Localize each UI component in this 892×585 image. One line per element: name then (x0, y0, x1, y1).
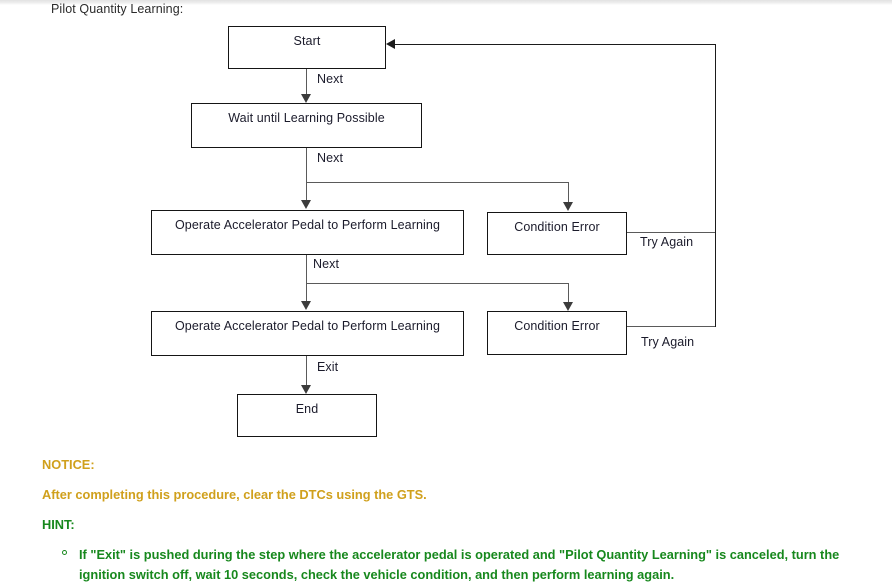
flow-node-end-label: End (295, 402, 319, 416)
arrow-branch-to-error-2 (563, 302, 573, 311)
arrow-wait-to-operate-1 (301, 200, 311, 209)
flow-node-operate-2: Operate Accelerator Pedal to Perform Lea… (151, 311, 464, 356)
flow-node-operate-1: Operate Accelerator Pedal to Perform Lea… (151, 210, 464, 255)
top-gradient-band (0, 0, 892, 5)
connector-branch-bus-2 (306, 283, 568, 284)
edge-label-wait-next: Next (317, 151, 344, 165)
arrow-retry-to-start (386, 39, 395, 49)
flow-node-start-label: Start (293, 34, 321, 48)
arrow-branch-to-error-1 (563, 202, 573, 211)
edge-label-error-1-try-again: Try Again (640, 235, 694, 249)
arrow-operate-2-to-end (301, 385, 311, 394)
connector-wait-down (306, 148, 307, 205)
flow-node-wait: Wait until Learning Possible (191, 103, 422, 148)
connector-branch-to-error-2 (568, 283, 569, 306)
flow-node-end: End (237, 394, 377, 437)
connector-rail-to-start (388, 44, 716, 45)
flow-node-error-1-label: Condition Error (514, 220, 600, 234)
connector-operate-2-down (306, 356, 307, 389)
flow-node-start: Start (228, 26, 386, 69)
connector-branch-to-error-1 (568, 182, 569, 205)
edge-label-error-2-try-again: Try Again (641, 335, 695, 349)
notice-body: After completing this procedure, clear t… (42, 487, 427, 502)
connector-error-1-retry (627, 232, 716, 233)
arrow-start-to-wait (301, 94, 311, 103)
flow-node-error-2: Condition Error (487, 311, 627, 355)
edge-label-operate-1-next: Next (313, 257, 340, 271)
page-title: Pilot Quantity Learning: (51, 2, 184, 16)
flow-node-error-2-label: Condition Error (514, 319, 600, 333)
edge-label-operate-2-exit: Exit (317, 360, 339, 374)
connector-right-rail (715, 44, 716, 327)
edge-label-start-next: Next (317, 72, 344, 86)
notice-heading: NOTICE: (42, 457, 95, 472)
hint-heading: HINT: (42, 517, 75, 532)
flow-node-error-1: Condition Error (487, 212, 627, 255)
connector-branch-bus-1 (306, 182, 568, 183)
arrow-operate-1-to-operate-2 (301, 301, 311, 310)
hint-bullet-icon (62, 550, 67, 555)
flow-node-operate-2-label: Operate Accelerator Pedal to Perform Lea… (174, 319, 441, 333)
flow-node-wait-label: Wait until Learning Possible (228, 111, 385, 125)
hint-item-1: If "Exit" is pushed during the step wher… (79, 547, 840, 582)
connector-operate-1-down (306, 255, 307, 306)
flow-node-operate-1-label: Operate Accelerator Pedal to Perform Lea… (174, 218, 441, 232)
connector-start-to-wait (306, 69, 307, 95)
connector-error-2-retry (627, 326, 716, 327)
